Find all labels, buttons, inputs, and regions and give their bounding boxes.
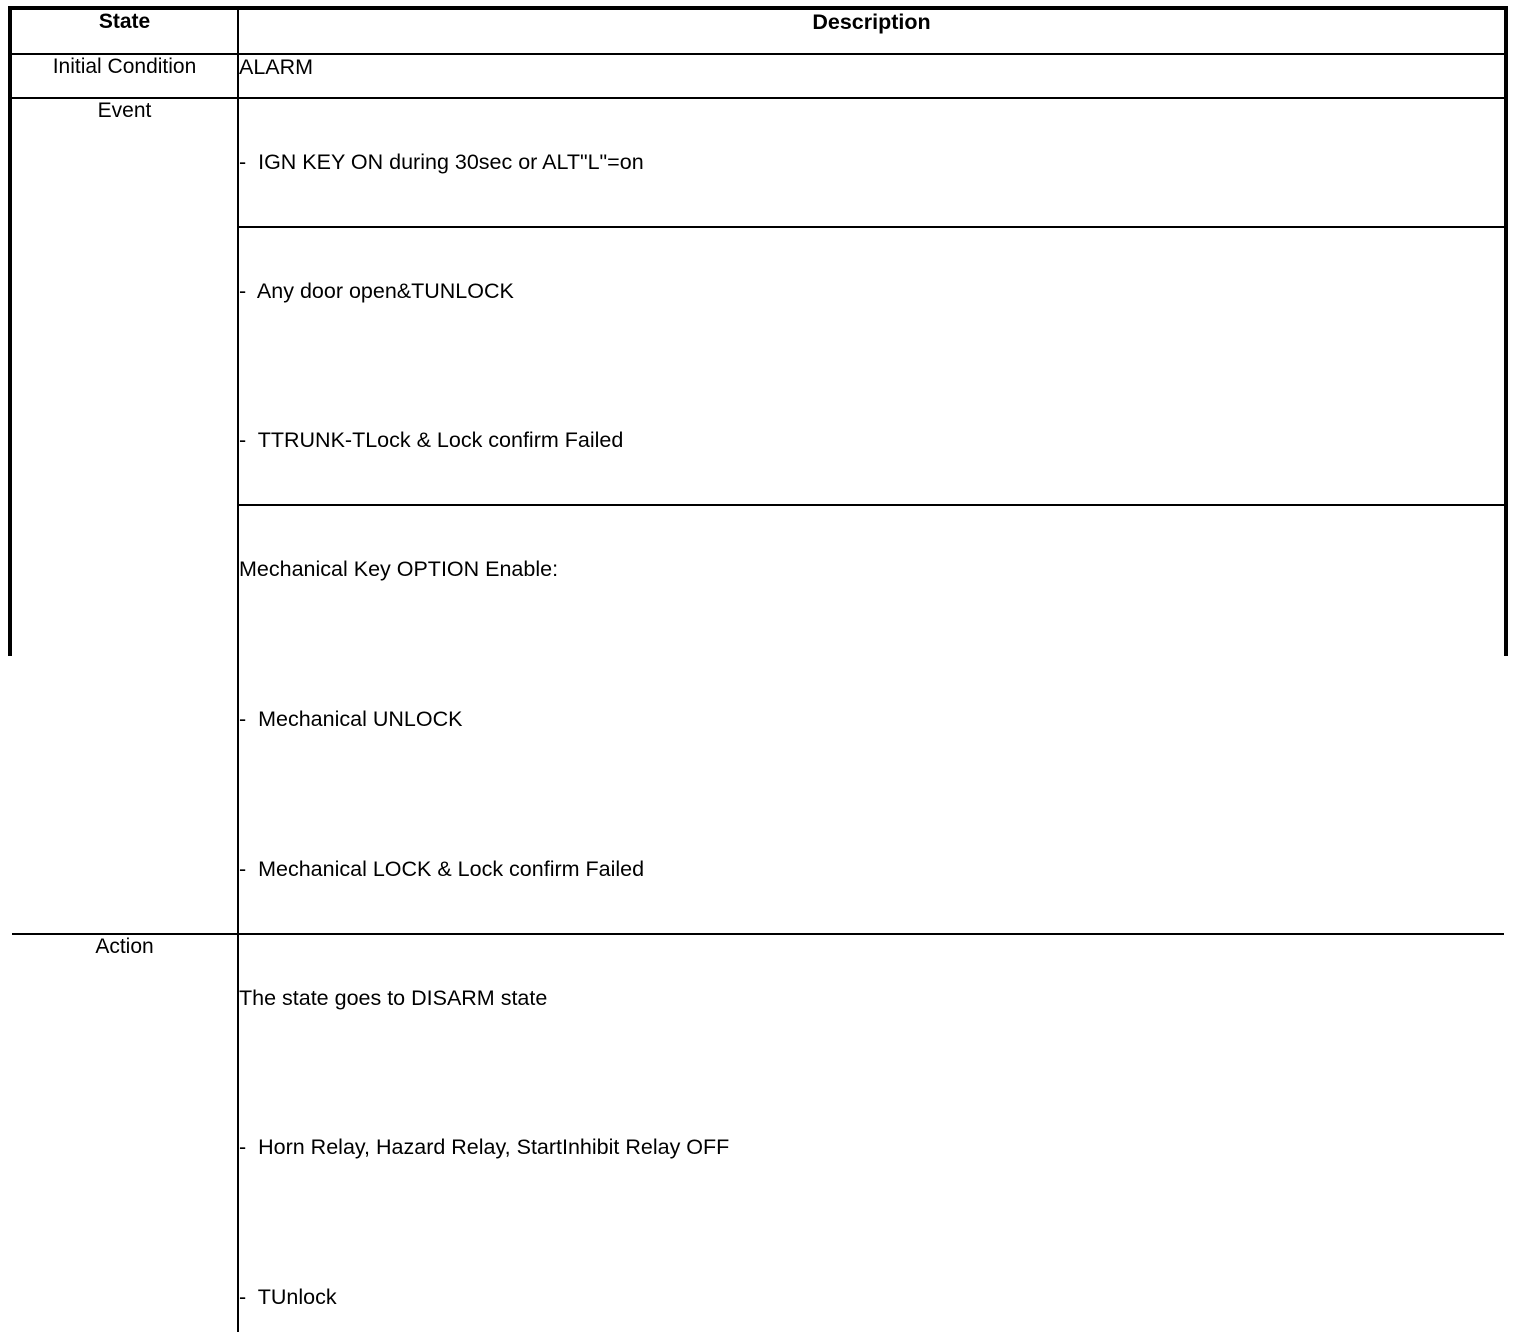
- row-label-initial-condition: Initial Condition: [12, 53, 239, 99]
- event-item-3-line-1: Mechanical Key OPTION Enable:: [239, 557, 559, 582]
- spacer: [239, 355, 1504, 378]
- cell-action-description: The state goes to DISARM state - Horn Re…: [237, 932, 1504, 1332]
- event-item-1-line-1: - IGN KEY ON during 30sec or ALT"L"=on: [239, 149, 644, 174]
- row-label-action: Action: [12, 932, 239, 1332]
- row-label-event: Event: [12, 97, 239, 935]
- table-row-action: Action The state goes to DISARM state - …: [12, 932, 1504, 1332]
- cell-event-item-3: Mechanical Key OPTION Enable: - Mechanic…: [238, 504, 1504, 935]
- event-item-2-line-1: - Any door open&TUNLOCK: [239, 278, 514, 303]
- action-line-1: The state goes to DISARM state: [239, 985, 548, 1010]
- state-description-table: State Description Initial Condition ALAR…: [12, 10, 1504, 1332]
- action-line-3: - TUnlock: [239, 1285, 337, 1310]
- table-row-initial-condition: Initial Condition ALARM: [12, 53, 1504, 99]
- action-line-2: - Horn Relay, Hazard Relay, StartInhibit…: [239, 1135, 730, 1160]
- spacer: [239, 783, 1504, 806]
- table-header-row: State Description: [12, 10, 1504, 55]
- cell-event-item-1: - IGN KEY ON during 30sec or ALT"L"=on: [237, 97, 1504, 228]
- spacer: [239, 1062, 1504, 1085]
- column-header-description: Description: [237, 10, 1504, 55]
- column-header-state: State: [12, 10, 239, 55]
- spacer: [239, 1211, 1504, 1234]
- table-row-event-2: - Any door open&TUNLOCK - TTRUNK-TLock &…: [12, 225, 1504, 507]
- event-item-3-line-3: - Mechanical LOCK & Lock confirm Failed: [239, 856, 645, 881]
- state-table-frame: State Description Initial Condition ALAR…: [8, 6, 1508, 1332]
- cell-initial-condition-description: ALARM: [237, 53, 1504, 99]
- event-item-3-line-2: - Mechanical UNLOCK: [239, 706, 463, 731]
- event-item-2-line-2: - TTRUNK-TLock & Lock confirm Failed: [239, 428, 624, 453]
- spacer: [239, 633, 1504, 656]
- table-row-event-1: Event - IGN KEY ON during 30sec or ALT"L…: [12, 97, 1504, 935]
- cell-event-item-2: - Any door open&TUNLOCK - TTRUNK-TLock &…: [238, 225, 1504, 507]
